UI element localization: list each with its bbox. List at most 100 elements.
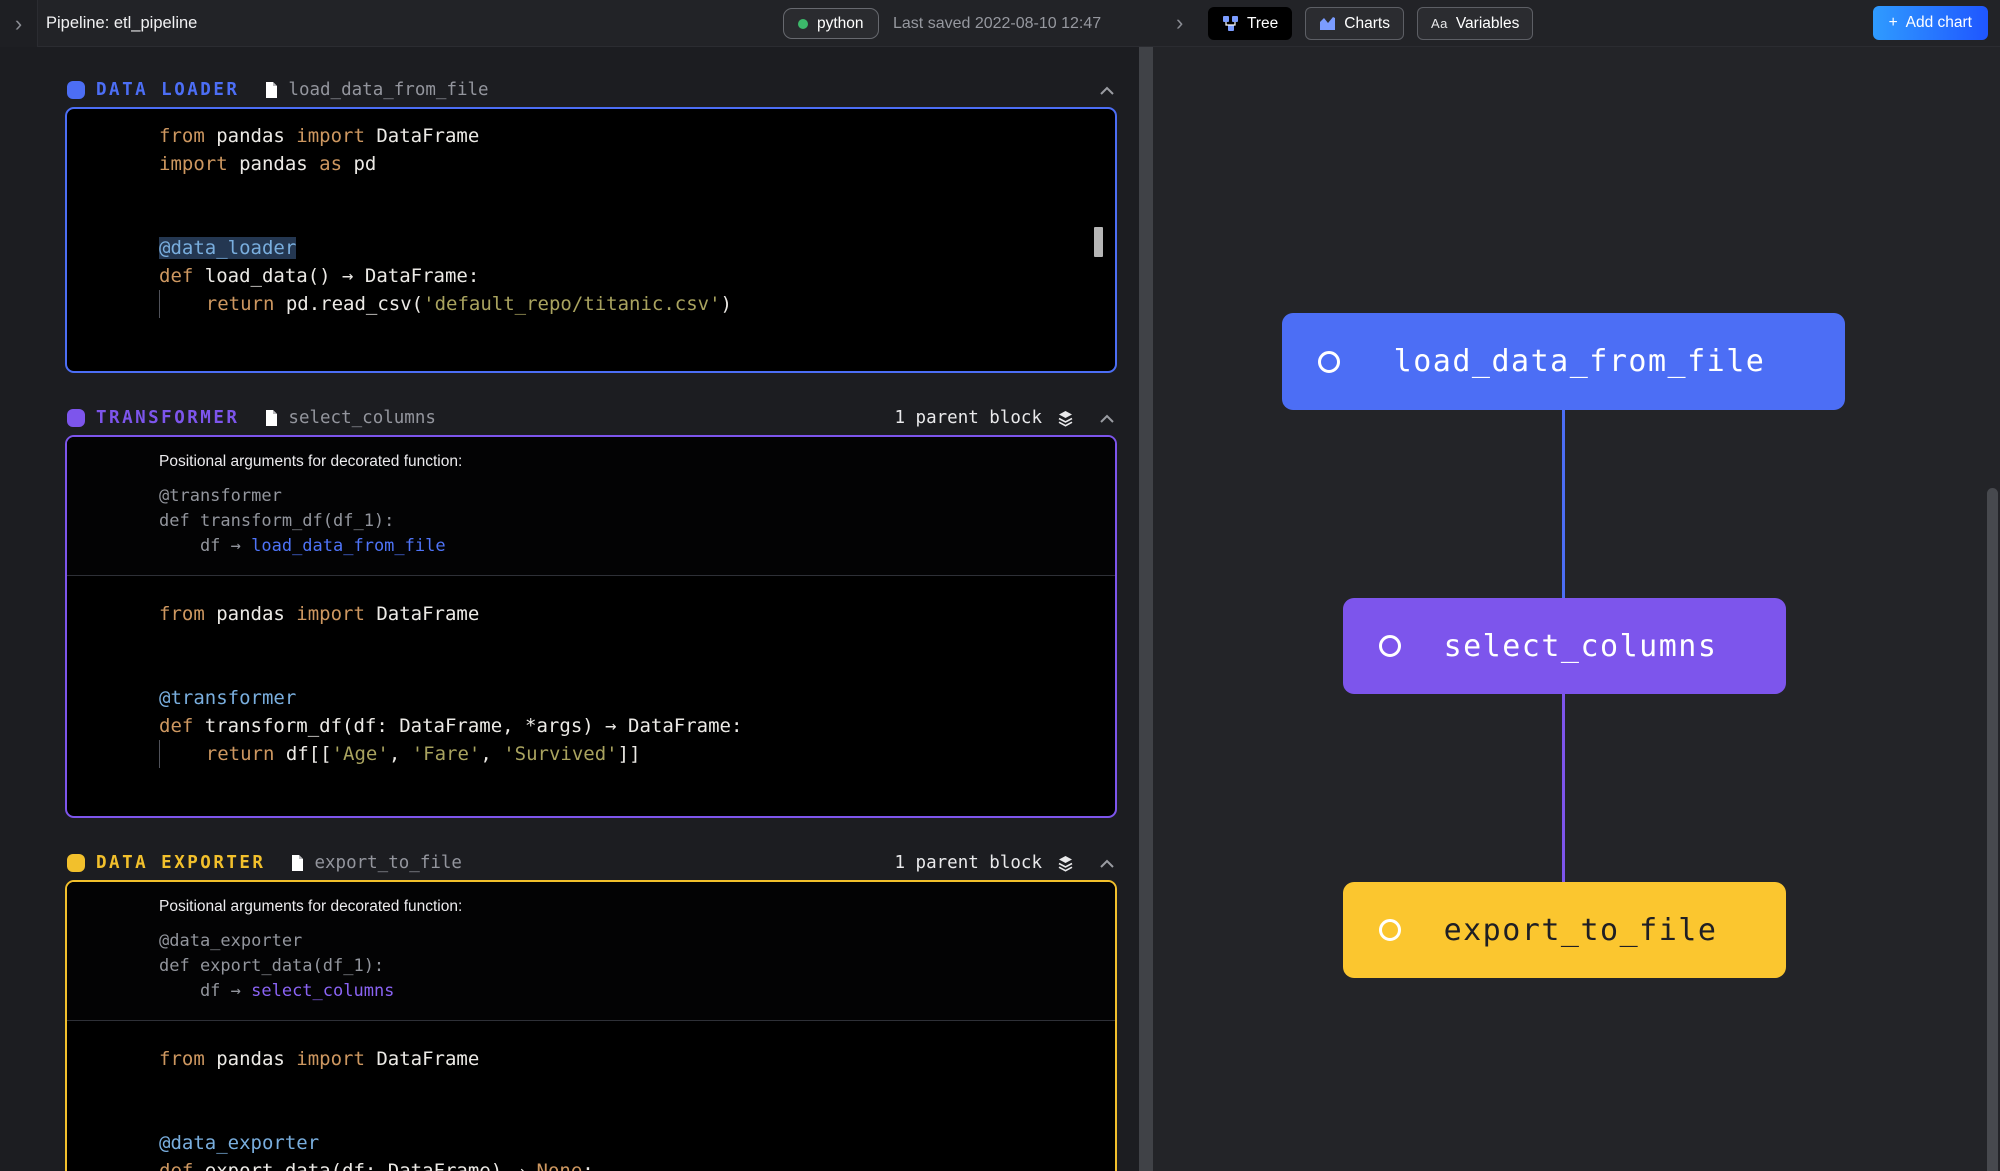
code-token: def transform_df(df_1): xyxy=(159,511,395,531)
code-line xyxy=(159,628,1091,656)
tab-label: Charts xyxy=(1344,14,1390,32)
decorated-signature-line: @transformer xyxy=(159,484,1091,509)
collapse-block-chevron-up-icon[interactable] xyxy=(1099,85,1115,96)
editor-scrollbar[interactable] xyxy=(1139,47,1153,1171)
code-token: ]] xyxy=(617,743,641,765)
code-token: def xyxy=(159,1160,205,1171)
code-token: return xyxy=(205,743,286,765)
chart-icon xyxy=(1319,16,1336,31)
code-token: pd xyxy=(353,153,377,175)
code-token: @transformer xyxy=(159,486,282,506)
block-file[interactable]: load_data_from_file xyxy=(264,80,489,100)
tab-charts[interactable]: Charts xyxy=(1305,7,1404,40)
code-token: @transformer xyxy=(159,687,297,709)
block-header: DATA LOADER load_data_from_file xyxy=(65,73,1117,107)
language-label: python xyxy=(817,14,864,32)
parent-block-count[interactable]: 1 parent block xyxy=(894,408,1042,428)
code-token: export_data(df: DataFrame) → xyxy=(204,1160,537,1171)
code-token: pandas xyxy=(216,603,297,625)
code-token: from xyxy=(159,125,217,147)
code-token: @data_exporter xyxy=(159,931,303,951)
code-line: def export_data(df: DataFrame) → None: xyxy=(159,1157,1091,1171)
block-file[interactable]: export_to_file xyxy=(290,853,462,873)
decorated-signature-line: df → load_data_from_file xyxy=(159,534,1091,559)
file-icon xyxy=(264,409,279,427)
code-line: def load_data() → DataFrame: xyxy=(159,262,1091,290)
positional-arguments-title: Positional arguments for decorated funct… xyxy=(159,898,463,915)
code-token xyxy=(159,740,160,768)
block-type-label: TRANSFORMER xyxy=(96,408,240,428)
code-line: return pd.read_csv('default_repo/titanic… xyxy=(159,290,1091,318)
add-chart-button[interactable]: + Add chart xyxy=(1872,6,1988,40)
code-token: : xyxy=(582,1160,594,1171)
block-type-dot-icon xyxy=(67,854,85,872)
code-token: return xyxy=(205,293,286,315)
code-token: pd.read_csv( xyxy=(285,293,424,315)
plus-icon: + xyxy=(1888,14,1898,31)
positional-arguments-title: Positional arguments for decorated funct… xyxy=(159,453,463,470)
node-status-ring-icon xyxy=(1379,919,1401,941)
collapse-block-chevron-up-icon[interactable] xyxy=(1099,413,1115,424)
code-token: df[[ xyxy=(285,743,332,765)
code-line: import pandas as pd xyxy=(159,150,1091,178)
code-token: import xyxy=(296,1048,377,1070)
code-editor-area[interactable]: Positional arguments for decorated funct… xyxy=(65,880,1117,1171)
code-editor-area[interactable]: Positional arguments for decorated funct… xyxy=(65,435,1117,818)
block-type-dot-icon xyxy=(67,409,85,427)
code-token: None xyxy=(536,1160,583,1171)
node-label: select_columns xyxy=(1443,628,1718,664)
block-file[interactable]: select_columns xyxy=(264,408,436,428)
positional-arguments-section: Positional arguments for decorated funct… xyxy=(67,437,1115,576)
code-line: return df[['Age', 'Fare', 'Survived']] xyxy=(159,740,1091,768)
code-line: from pandas import DataFrame xyxy=(159,600,1091,628)
language-badge[interactable]: python xyxy=(783,8,879,39)
status-dot-icon xyxy=(798,18,808,29)
layers-icon[interactable] xyxy=(1057,410,1074,427)
code-token: pandas xyxy=(239,153,320,175)
panel-collapse-chevron-icon[interactable]: › xyxy=(1176,10,1184,35)
upstream-block-link[interactable]: load_data_from_file xyxy=(251,536,446,556)
code-token: 'Fare' xyxy=(411,743,481,765)
code-line: @data_loader xyxy=(159,234,1091,262)
collapse-block-chevron-up-icon[interactable] xyxy=(1099,858,1115,869)
edge-load_data_from_file-to-select_columns xyxy=(1562,410,1565,598)
tree-node-select_columns[interactable]: select_columns xyxy=(1343,598,1786,694)
code-token: df → xyxy=(159,536,252,556)
code-token: df → xyxy=(159,981,252,1001)
code-token: def xyxy=(159,265,205,287)
tab-label: Variables xyxy=(1455,14,1520,32)
code-line: @transformer xyxy=(159,684,1091,712)
tree-panel-scrollbar[interactable] xyxy=(1987,488,1998,1171)
block-type-label: DATA LOADER xyxy=(96,80,240,100)
code-token xyxy=(160,743,206,765)
file-icon xyxy=(290,854,305,872)
code-token: DataFrame xyxy=(376,125,480,147)
tree-node-export_to_file[interactable]: export_to_file xyxy=(1343,882,1786,978)
code-token: ) xyxy=(720,293,732,315)
tree-node-load_data_from_file[interactable]: load_data_from_file xyxy=(1282,313,1845,410)
layers-icon[interactable] xyxy=(1057,855,1074,872)
upstream-block-link[interactable]: select_columns xyxy=(251,981,395,1001)
code-token: , xyxy=(388,743,412,765)
code-token: pandas xyxy=(216,125,297,147)
parent-block-count[interactable]: 1 parent block xyxy=(894,853,1042,873)
code-block-scrollbar[interactable] xyxy=(1094,227,1103,257)
code-token: def xyxy=(159,715,205,737)
decorated-signature-line: def transform_df(df_1): xyxy=(159,509,1091,534)
code-section: from pandas import DataFrame@data_export… xyxy=(67,1021,1115,1171)
code-token xyxy=(159,290,160,318)
code-line xyxy=(159,206,1091,234)
code-token: pandas xyxy=(216,1048,297,1070)
sidebar-collapse-chevron-icon[interactable]: › xyxy=(0,0,38,47)
decorated-signature-line: df → select_columns xyxy=(159,979,1091,1004)
code-token: @data_loader xyxy=(159,237,297,259)
positional-arguments-section: Positional arguments for decorated funct… xyxy=(67,882,1115,1021)
tab-tree[interactable]: Tree xyxy=(1208,7,1293,40)
code-token: 'Survived' xyxy=(503,743,618,765)
